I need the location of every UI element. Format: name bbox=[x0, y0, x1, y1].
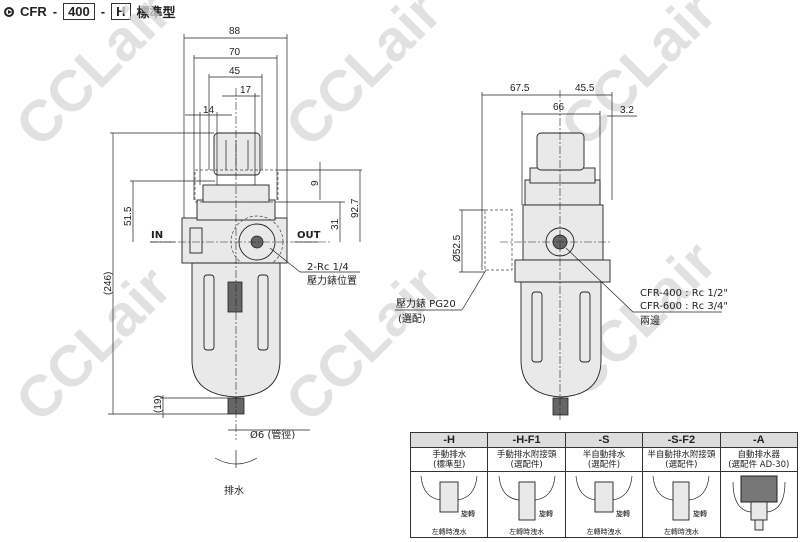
port-spec-400: CFR-400 : Rc 1/2" bbox=[640, 288, 728, 299]
col-desc: 自動排水器(選配件 AD-30) bbox=[719, 447, 799, 472]
svg-text:旋轉: 旋轉 bbox=[539, 509, 553, 518]
dim-45-5: 45.5 bbox=[575, 83, 595, 94]
dim-3-2: 3.2 bbox=[620, 105, 634, 116]
col-desc: 手動排水附接頭(選配件) bbox=[487, 447, 566, 472]
dim-246: (246) bbox=[103, 272, 114, 295]
dim-31: 31 bbox=[330, 218, 341, 230]
title-model: 400 bbox=[63, 3, 95, 20]
in-port bbox=[189, 227, 203, 254]
drain-valve bbox=[552, 397, 569, 416]
col-code: -H-F1 bbox=[487, 432, 566, 448]
out-label: OUT bbox=[297, 230, 321, 241]
tube-diameter-label: Ø6 (管徑) bbox=[250, 428, 295, 441]
dim-14: 14 bbox=[203, 105, 215, 116]
col-code: -A bbox=[719, 432, 799, 448]
col-desc: 半自動排水(選配件) bbox=[564, 447, 644, 472]
drain-illustration: 旋轉 左轉時洩水 bbox=[487, 471, 566, 538]
col-desc: 手動排水(標準型) bbox=[409, 447, 489, 472]
title-sep: - bbox=[52, 4, 58, 19]
svg-text:旋轉: 旋轉 bbox=[461, 509, 475, 518]
gauge-outline bbox=[484, 209, 513, 271]
front-view: 88 70 45 17 14 9 92.7 31 51.5 (246) (19)… bbox=[103, 26, 362, 497]
auto-drain-illustration bbox=[719, 471, 799, 538]
dim-17: 17 bbox=[240, 85, 252, 96]
page-title: CFR - 400 - H 標準型 bbox=[4, 2, 176, 21]
col-desc: 半自動排水附接頭(選配件) bbox=[642, 447, 721, 472]
drain-latch bbox=[227, 281, 243, 313]
drain-illustration: 旋轉 左轉時洩水 bbox=[642, 471, 721, 538]
port-label: 2-Rc 1/4 bbox=[307, 262, 349, 273]
dim-66: 66 bbox=[553, 102, 565, 113]
port-spec-600: CFR-600 : Rc 3/4" bbox=[640, 301, 728, 312]
gauge-note: (選配) bbox=[398, 312, 426, 325]
drain-label: 排水 bbox=[224, 484, 244, 497]
gauge-label: 壓力錶 PG20 bbox=[396, 297, 456, 310]
watermark: CCLair bbox=[273, 254, 453, 434]
watermarks: CCLair CCLair CCLair CCLair CCLair CCLai… bbox=[3, 0, 728, 434]
dim-52-5: Ø52.5 bbox=[452, 234, 463, 262]
col-code: -H bbox=[409, 432, 489, 448]
drain-illustration: 旋轉 左轉時洩水 bbox=[409, 471, 489, 538]
bullet-icon bbox=[4, 6, 14, 17]
dim-67-5: 67.5 bbox=[510, 83, 530, 94]
col-code: -S-F2 bbox=[642, 432, 721, 448]
drain-illustration: 旋轉 左轉時洩水 bbox=[564, 471, 644, 538]
dim-88: 88 bbox=[229, 26, 241, 37]
dim-9: 9 bbox=[310, 180, 321, 186]
side-view: 67.5 45.5 66 3.2 Ø52.5 壓力錶 PG20 (選配) CFR… bbox=[395, 83, 728, 420]
collar bbox=[514, 259, 611, 283]
bonnet bbox=[524, 179, 601, 206]
dim-45: 45 bbox=[229, 66, 241, 77]
title-prefix: CFR bbox=[20, 4, 47, 19]
dim-92-7: 92.7 bbox=[350, 198, 361, 218]
title-sep: - bbox=[100, 4, 106, 19]
title-type: H bbox=[111, 3, 131, 20]
dim-19: (19) bbox=[153, 395, 164, 413]
knob bbox=[536, 132, 585, 171]
watermark: CCLair bbox=[3, 0, 183, 159]
col-code: -S bbox=[564, 432, 644, 448]
svg-text:旋轉: 旋轉 bbox=[616, 509, 630, 518]
gauge-position-label: 壓力錶位置 bbox=[307, 274, 357, 287]
title-type-name: 標準型 bbox=[136, 5, 176, 20]
port-note: 兩邊 bbox=[640, 314, 660, 327]
drain-options-table: -H -H-F1 -S -S-F2 -A 手動排水(標準型) 手動排水附接頭(選… bbox=[409, 432, 799, 538]
dim-51-5: 51.5 bbox=[123, 206, 134, 226]
dim-70: 70 bbox=[229, 47, 241, 58]
svg-text:旋轉: 旋轉 bbox=[693, 509, 707, 518]
watermark: CCLair bbox=[273, 0, 453, 159]
knob bbox=[213, 132, 261, 176]
in-label: IN bbox=[151, 230, 163, 241]
